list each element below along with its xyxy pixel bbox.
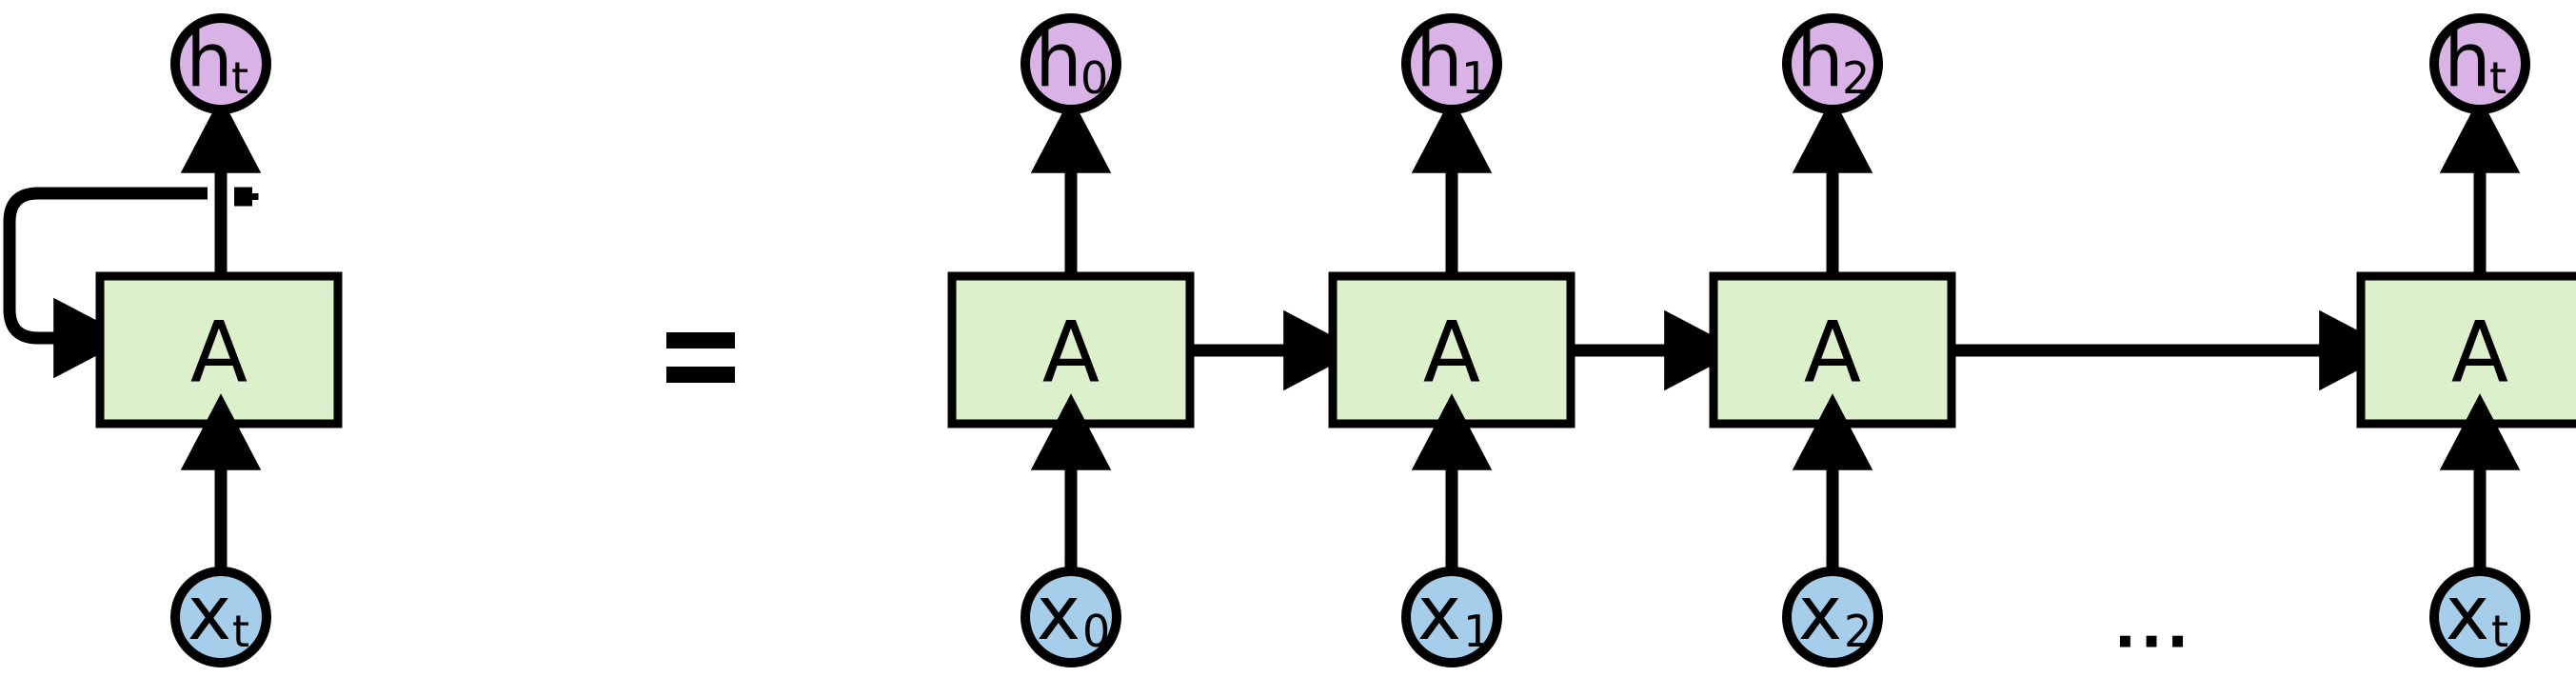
sequence-ellipsis: ... xyxy=(2114,592,2193,662)
equals-sign xyxy=(666,332,735,383)
input-subscript-0: 0 xyxy=(1082,606,1110,657)
folded-rnn-module: A h t x t xyxy=(3,13,343,667)
hidden-label-2: h xyxy=(1796,18,1843,104)
unrolled-cell-t: A h t x t xyxy=(2356,13,2576,667)
input-node-0[interactable] xyxy=(1020,567,1121,667)
input-subscript-2: 2 xyxy=(1844,606,1872,657)
input-subscript-1: 1 xyxy=(1463,606,1491,657)
folded-input-subscript: t xyxy=(232,606,249,657)
input-label-1: x xyxy=(1417,571,1461,657)
folded-hidden-label: h xyxy=(186,18,232,104)
folded-hidden-subscript: t xyxy=(231,52,248,104)
unrolled-cell-2: A h 2 x 2 xyxy=(1709,13,1956,667)
folded-input-label: x xyxy=(188,571,231,657)
hidden-subscript-t: t xyxy=(2489,52,2507,104)
hidden-label-0: h xyxy=(1035,18,1081,104)
hidden-node-1[interactable] xyxy=(1401,13,1502,114)
folded-hidden-node[interactable] xyxy=(170,13,271,114)
input-node-t[interactable] xyxy=(2429,567,2530,667)
input-label-2: x xyxy=(1798,571,1842,657)
hidden-node-t[interactable] xyxy=(2429,13,2530,114)
hidden-node-0[interactable] xyxy=(1020,13,1121,114)
input-node-2[interactable] xyxy=(1782,567,1883,667)
folded-input-node[interactable] xyxy=(170,567,271,667)
equals-bar-bottom xyxy=(666,367,735,383)
folded-cell-label: A xyxy=(190,304,248,402)
hidden-label-t: h xyxy=(2444,18,2490,104)
unrolled-cell-1: A h 1 x 1 xyxy=(1328,13,1575,667)
unrolled-rnn-chain: A h 0 x 0 A h 1 x 1 A xyxy=(947,13,2576,667)
hidden-node-2[interactable] xyxy=(1782,13,1883,114)
cell-label-2: A xyxy=(1804,304,1861,402)
hidden-subscript-0: 0 xyxy=(1080,52,1108,104)
recurrent-loop-path xyxy=(3,187,246,379)
hidden-label-1: h xyxy=(1416,18,1462,104)
cell-label-t: A xyxy=(2451,304,2508,402)
input-subscript-t: t xyxy=(2491,606,2508,657)
input-label-t: x xyxy=(2446,571,2489,657)
input-node-1[interactable] xyxy=(1401,567,1502,667)
cell-label-0: A xyxy=(1042,304,1100,402)
hidden-subscript-1: 1 xyxy=(1461,52,1489,104)
unrolled-cell-0: A h 0 x 0 xyxy=(947,13,1195,667)
hidden-subscript-2: 2 xyxy=(1842,52,1870,104)
input-label-0: x xyxy=(1037,571,1080,657)
cell-label-1: A xyxy=(1423,304,1480,402)
equals-bar-top xyxy=(666,332,735,348)
